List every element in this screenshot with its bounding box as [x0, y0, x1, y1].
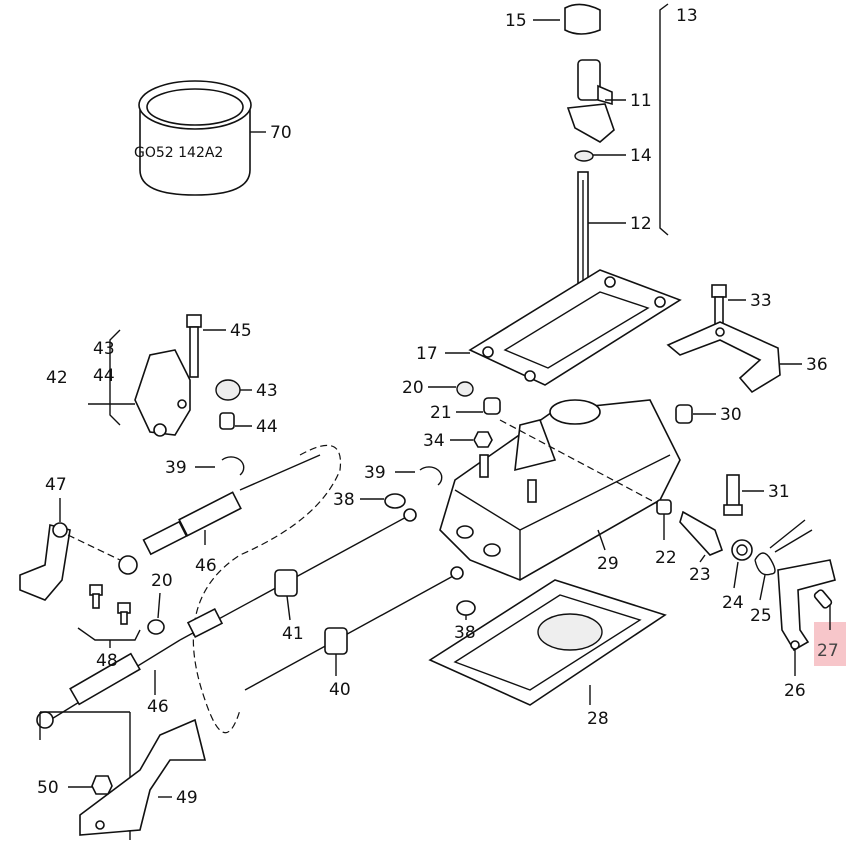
callout-34: 34 — [423, 431, 445, 451]
callout-24: 24 — [722, 593, 744, 613]
callout-12: 12 — [630, 214, 652, 234]
callout-15: 15 — [505, 11, 527, 31]
part-42-bracket — [88, 314, 252, 437]
right-side-parts — [656, 474, 836, 676]
callout-20: 20 — [402, 378, 424, 398]
callout-44: 44 — [93, 366, 115, 386]
callout-30: 30 — [720, 405, 742, 425]
callout-17: 17 — [416, 344, 438, 364]
clips-and-rings — [147, 456, 476, 635]
callout-39: 39 — [364, 463, 386, 483]
callout-46: 46 — [147, 697, 169, 717]
callout-48: 48 — [96, 651, 118, 671]
callout-39: 39 — [165, 458, 187, 478]
callout-49: 49 — [176, 788, 198, 808]
callout-36: 36 — [806, 355, 828, 375]
callout-27-highlighted[interactable]: 27 — [817, 641, 839, 661]
callout-44: 44 — [256, 417, 278, 437]
callout-14: 14 — [630, 146, 652, 166]
callout-70: 70 — [270, 123, 292, 143]
callout-28: 28 — [587, 709, 609, 729]
callout-11: 11 — [630, 91, 652, 111]
callout-43: 43 — [256, 381, 278, 401]
callout-50: 50 — [37, 778, 59, 798]
callout-42: 42 — [46, 368, 68, 388]
part-33-36 — [666, 284, 802, 394]
callout-22: 22 — [655, 548, 677, 568]
callout-38: 38 — [333, 490, 355, 510]
small-parts-top — [428, 381, 716, 448]
callout-46: 46 — [195, 556, 217, 576]
part-17-plate — [445, 269, 682, 386]
callout-40: 40 — [329, 680, 351, 700]
callout-labels: 15 13 11 14 12 70 45 43 44 42 43 44 33 3… — [37, 6, 839, 808]
callout-31: 31 — [768, 482, 790, 502]
callout-23: 23 — [689, 565, 711, 585]
callout-33: 33 — [750, 291, 772, 311]
callout-21: 21 — [430, 403, 452, 423]
callout-38: 38 — [454, 623, 476, 643]
callout-43: 43 — [93, 339, 115, 359]
callout-25: 25 — [750, 606, 772, 626]
part-49-50 — [68, 718, 207, 836]
part-29-housing — [439, 399, 681, 581]
callout-26: 26 — [784, 681, 806, 701]
callout-45: 45 — [230, 321, 252, 341]
part-70-sleeve: GO52 142A2 — [134, 80, 266, 196]
part-47-48 — [19, 498, 141, 648]
shift-cables — [36, 444, 464, 840]
callout-41: 41 — [282, 624, 304, 644]
callout-47: 47 — [45, 475, 67, 495]
part-28-cover — [428, 579, 667, 706]
part-code: GO52 142A2 — [134, 145, 223, 161]
callout-13: 13 — [676, 6, 698, 26]
callout-20: 20 — [151, 571, 173, 591]
callout-29: 29 — [597, 554, 619, 574]
